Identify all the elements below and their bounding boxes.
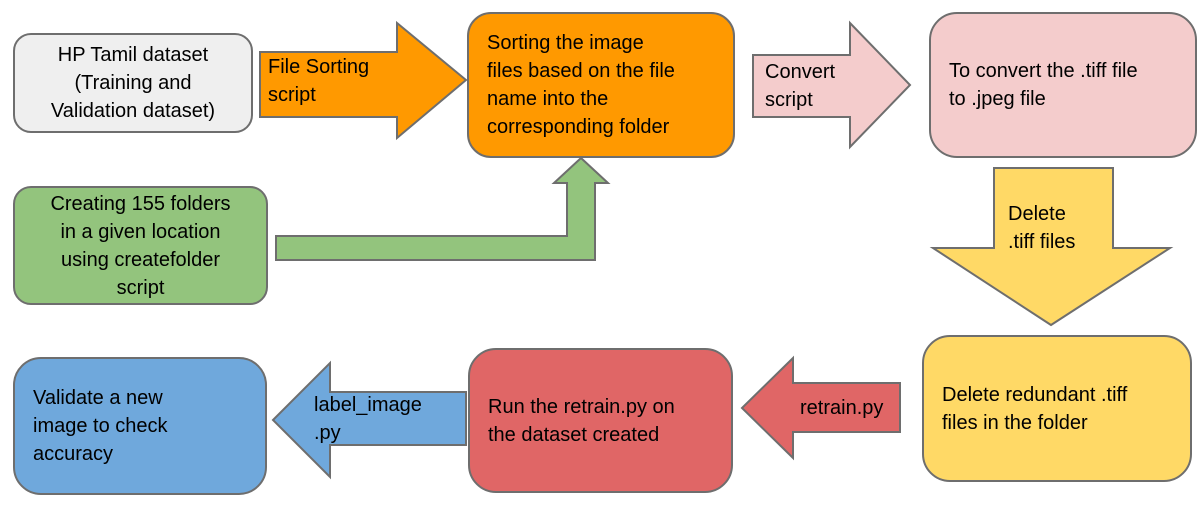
node-run-retrain-py: Run the retrain.py on the dataset create…: [468, 348, 733, 493]
arrow-label-retrain-py: retrain.py: [800, 397, 884, 419]
node-create-155-folders: Creating 155 folders in a given location…: [13, 186, 268, 305]
arrow-label-delete-tiff-files: Delete .tiff files: [1008, 203, 1076, 253]
right-arrow-file-sorting: [259, 20, 468, 141]
elbow-up-arrow-create-folders: [275, 156, 611, 261]
node-delete-redundant-tiff: Delete redundant .tiff files in the fold…: [922, 335, 1192, 482]
right-arrow-convert-script: [752, 20, 912, 150]
left-arrow-retrain-py: [740, 355, 901, 461]
arrow-label-convert-script: Convert script: [765, 61, 836, 111]
node-sorting-image-files: Sorting the image files based on the fil…: [467, 12, 735, 158]
down-arrow-delete-tiff: [929, 167, 1174, 327]
node-convert-tiff-to-jpeg: To convert the .tiff file to .jpeg file: [929, 12, 1197, 158]
node-validate-new-image: Validate a new image to check accuracy: [13, 357, 267, 495]
node-hp-tamil-dataset: HP Tamil dataset (Training and Validatio…: [13, 33, 253, 133]
arrow-label-file-sorting-script: File Sorting script: [268, 56, 370, 106]
arrow-label-label-image-py: label_image .py: [314, 394, 422, 444]
left-arrow-label-image-py: [271, 360, 467, 480]
